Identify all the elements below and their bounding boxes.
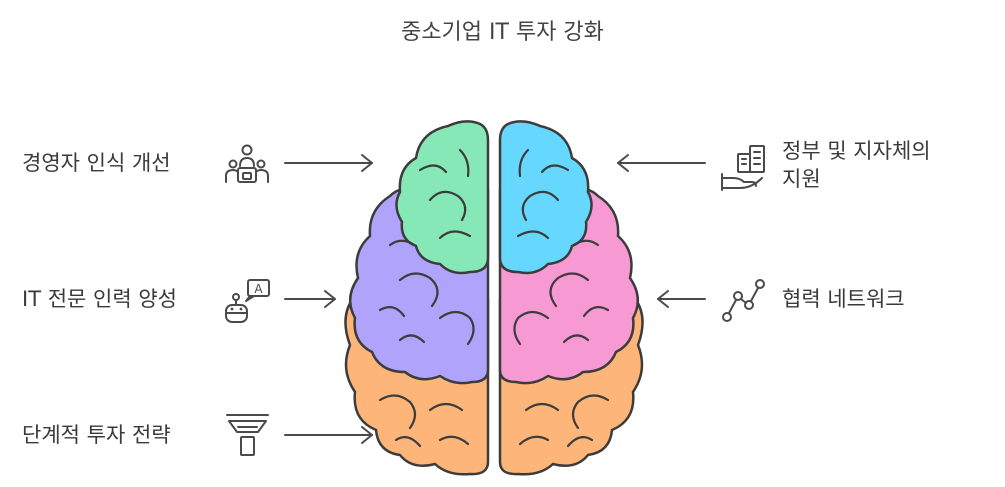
label-government-support-line1: 정부 및 지자체의 [782, 139, 931, 163]
arrow-left-2 [284, 290, 336, 308]
funnel-icon [226, 414, 269, 456]
right-hemisphere [498, 120, 644, 476]
label-executive-awareness: 경영자 인식 개선 [22, 151, 171, 175]
arrow-left-3 [284, 426, 373, 444]
label-phased-investment: 단계적 투자 전략 [22, 423, 171, 447]
label-government-support: 정부 및 지자체의 지원 [782, 137, 931, 193]
network-nodes-icon [722, 279, 765, 322]
people-meeting-icon [225, 144, 269, 183]
label-cooperation-network: 협력 네트워크 [782, 287, 905, 311]
left-hemisphere [344, 120, 490, 476]
hand-buildings-icon [721, 145, 765, 191]
robot-teacher-icon: A [225, 279, 270, 323]
svg-text:A: A [254, 282, 263, 296]
label-government-support-line2: 지원 [782, 167, 821, 191]
arrow-right-2 [657, 290, 706, 308]
label-it-talent: IT 전문 인력 양성 [22, 287, 177, 311]
arrow-left-1 [284, 154, 373, 172]
diagram-title: 중소기업 IT 투자 강화 [401, 20, 604, 45]
arrow-right-1 [617, 154, 706, 172]
